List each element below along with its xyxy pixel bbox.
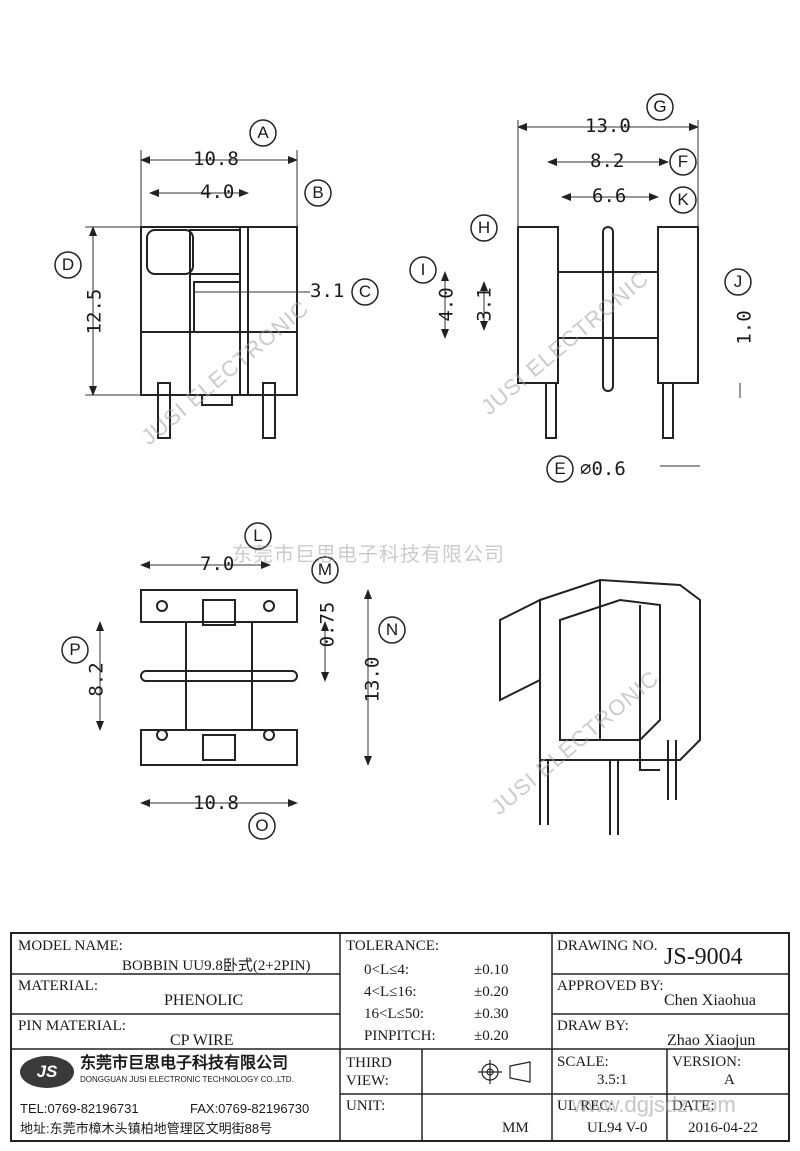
company-logo: JS xyxy=(20,1056,74,1088)
tag-d: D xyxy=(61,255,75,274)
ul-label: UL REC: xyxy=(557,1098,614,1114)
bottom-view xyxy=(140,589,298,766)
third-view-symbol xyxy=(478,1060,531,1084)
tag-j: J xyxy=(733,272,743,291)
title-block-grid xyxy=(12,934,788,1140)
dim-p: 8.2 xyxy=(85,662,108,697)
front-view xyxy=(140,226,298,439)
tag-o: O xyxy=(255,816,269,835)
tag-f: F xyxy=(677,152,689,171)
dim-g: 13.0 xyxy=(585,115,631,137)
dim-o: 10.8 xyxy=(193,792,239,814)
dim-l: 7.0 xyxy=(200,553,235,575)
watermark-company: 东莞市巨思电子科技有限公司 xyxy=(232,544,505,566)
title-block: MODEL NAME: BOBBIN UU9.8卧式(2+2PIN) MATER… xyxy=(10,932,790,1142)
version-label: VERSION: xyxy=(672,1054,742,1070)
tol-range-0: 0<L≤4: xyxy=(364,962,410,978)
unit-value: MM xyxy=(502,1120,529,1136)
scale-value: 3.5:1 xyxy=(597,1072,628,1088)
tag-p: P xyxy=(69,640,81,659)
tag-l: L xyxy=(253,526,263,545)
side-view xyxy=(517,226,699,439)
dim-i: 3.1 xyxy=(473,287,496,322)
tol-value-1: ±0.20 xyxy=(474,984,509,1000)
material-label: MATERIAL: xyxy=(18,978,98,994)
tag-k: K xyxy=(677,190,689,209)
tag-c: C xyxy=(358,282,372,301)
drawing-lines xyxy=(54,93,752,840)
approved-value: Chen Xiaohua xyxy=(664,992,756,1009)
dim-a: 10.8 xyxy=(193,148,239,170)
iso-view xyxy=(499,578,701,835)
dim-h: 4.0 xyxy=(435,287,458,322)
draw-label: DRAW BY: xyxy=(557,1018,629,1034)
third-view-label: THIRD VIEW: xyxy=(346,1055,392,1089)
dim-k: 6.6 xyxy=(592,185,627,207)
tol-value-2: ±0.30 xyxy=(474,1006,509,1022)
tag-n: N xyxy=(385,620,399,639)
company-tel: TEL:0769-82196731 xyxy=(20,1101,139,1116)
watermark-site: www.dgjsdz.com xyxy=(572,1092,736,1117)
dim-n: 13.0 xyxy=(361,656,384,703)
dim-f: 8.2 xyxy=(590,150,625,172)
date-value: 2016-04-22 xyxy=(688,1120,758,1136)
company-name-en: DONGGUAN JUSI ELECTRONIC TECHNOLOGY CO.,… xyxy=(80,1075,294,1084)
scale-label: SCALE: xyxy=(557,1054,609,1070)
drawing-no-label: DRAWING NO. xyxy=(557,938,658,954)
drawing-no-value: JS-9004 xyxy=(664,944,743,970)
approved-label: APPROVED BY: xyxy=(557,978,664,994)
dim-d: 12.5 xyxy=(83,288,106,335)
tol-value-0: ±0.10 xyxy=(474,962,509,978)
technical-drawing: 10.8 4.0 3.1 12.5 13.0 8.2 6.6 4.0 3.1 1… xyxy=(54,93,756,840)
company-address: 地址:东莞市樟木头镇柏地管理区文明街88号 xyxy=(20,1121,273,1136)
dim-e: ⌀0.6 xyxy=(580,458,626,480)
company-logo-text: JS xyxy=(36,1062,58,1081)
tol-range-1: 4<L≤16: xyxy=(364,984,417,1000)
unit-label: UNIT: xyxy=(346,1098,386,1114)
dim-c: 3.1 xyxy=(310,280,345,302)
tag-b: B xyxy=(312,183,324,202)
model-name-value: BOBBIN UU9.8卧式(2+2PIN) xyxy=(122,958,311,974)
tag-a: A xyxy=(257,123,269,142)
material-value: PHENOLIC xyxy=(164,992,244,1009)
model-name-label: MODEL NAME: xyxy=(18,938,123,954)
tol-range-2: 16<L≤50: xyxy=(364,1006,425,1022)
company-fax: FAX:0769-82196730 xyxy=(190,1101,310,1116)
tag-h: H xyxy=(477,218,491,237)
draw-value: Zhao Xiaojun xyxy=(667,1032,756,1049)
dim-j: 1.0 xyxy=(733,310,756,345)
pin-material-label: PIN MATERIAL: xyxy=(18,1018,126,1034)
date-label: DATE: xyxy=(672,1098,715,1114)
tag-i: I xyxy=(420,260,426,279)
company-name-cn: 东莞市巨思电子科技有限公司 xyxy=(80,1055,289,1072)
dim-m: 0.75 xyxy=(316,601,339,648)
tag-g: G xyxy=(653,97,667,116)
dim-b: 4.0 xyxy=(200,181,235,203)
tol-range-3: PINPITCH: xyxy=(364,1028,436,1044)
tag-e: E xyxy=(554,459,566,478)
tol-value-3: ±0.20 xyxy=(474,1028,509,1044)
tolerance-label: TOLERANCE: xyxy=(346,938,440,954)
ul-value: UL94 V-0 xyxy=(587,1120,648,1136)
tag-m: M xyxy=(317,560,333,579)
version-value: A xyxy=(724,1072,735,1088)
pin-material-value: CP WIRE xyxy=(170,1032,234,1049)
